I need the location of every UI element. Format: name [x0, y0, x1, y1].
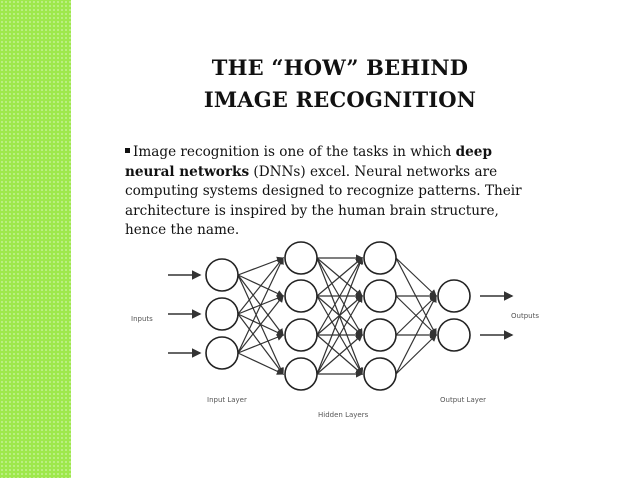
neuron-node	[284, 279, 318, 313]
connection-line	[237, 256, 285, 276]
output-layer-label: Output Layer	[440, 396, 486, 404]
neuron-node	[363, 318, 397, 352]
body-line-2: neural networks (DNNs) excel. Neural net…	[125, 163, 545, 183]
connection-line	[395, 257, 437, 297]
slide-title: THE “HOW” BEHIND IMAGE RECOGNITION	[120, 52, 560, 116]
input-layer-label: Input Layer	[207, 396, 247, 404]
neuron-node	[363, 241, 397, 275]
body-line-2-text: (DNNs) excel. Neural networks are	[249, 163, 498, 180]
title-line-1: THE “HOW” BEHIND	[211, 55, 469, 80]
connection-line	[237, 295, 284, 354]
connection-line	[316, 256, 364, 375]
connection-line	[316, 257, 363, 297]
decorative-side-strip	[0, 0, 71, 478]
neuron-node	[437, 279, 471, 313]
connection-line	[237, 352, 285, 375]
connection-line	[237, 333, 285, 354]
body-line-4: architecture is inspired by the human br…	[125, 202, 499, 219]
neuron-node	[363, 279, 397, 313]
body-paragraph: Image recognition is one of the tasks in…	[125, 143, 545, 241]
neuron-node	[205, 297, 239, 331]
outputs-label: Outputs	[511, 312, 539, 320]
connection-line	[237, 256, 284, 354]
neuron-node	[284, 318, 318, 352]
body-line-3: computing systems designed to recognize …	[125, 183, 522, 200]
connection-line	[237, 257, 284, 315]
neuron-node	[437, 318, 471, 352]
connection-line	[395, 334, 437, 375]
neuron-node	[284, 241, 318, 275]
neuron-node	[284, 357, 318, 391]
body-line-1-bold: deep	[455, 144, 492, 160]
neuron-node	[363, 357, 397, 391]
connection-line	[316, 294, 363, 375]
connection-line	[316, 256, 363, 336]
body-line-1-text: Image recognition is one of the tasks in…	[133, 144, 456, 160]
hidden-layers-label: Hidden Layers	[318, 411, 369, 419]
connection-line	[395, 295, 437, 336]
body-line-1: Image recognition is one of the tasks in…	[125, 143, 545, 163]
connection-line	[316, 334, 363, 375]
inputs-label: Inputs	[131, 315, 153, 323]
connection-line	[395, 294, 437, 375]
bullet-icon	[125, 148, 130, 153]
neuron-node	[205, 258, 239, 292]
title-line-2: IMAGE RECOGNITION	[203, 87, 477, 112]
neuron-node	[205, 336, 239, 370]
body-line-2-bold: neural networks	[125, 163, 250, 180]
body-line-5: hence the name.	[125, 222, 240, 239]
